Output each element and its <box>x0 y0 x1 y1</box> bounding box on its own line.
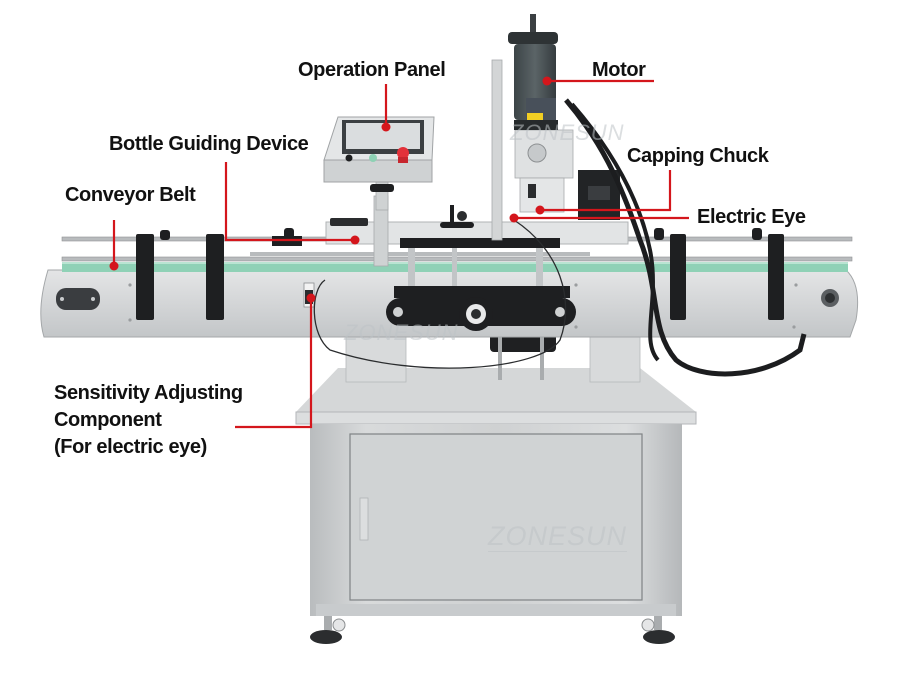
label-sensitivity-line-2: Component <box>54 409 162 431</box>
capping-assembly <box>313 14 807 377</box>
callout-dot-sensitivity <box>306 293 316 303</box>
label-conveyor-belt: Conveyor Belt <box>65 184 196 206</box>
callout-line-capping-chuck <box>540 170 672 212</box>
brand-watermark: ZONESUN <box>488 521 628 552</box>
label-capping-chuck: Capping Chuck <box>627 145 769 167</box>
label-motor: Motor <box>592 59 646 81</box>
brand-watermark-faint-top: ZONESUN <box>510 120 625 145</box>
label-electric-eye: Electric Eye <box>697 206 806 228</box>
callout-dot-capping-chuck <box>535 205 545 215</box>
label-sensitivity-line-1: Sensitivity Adjusting <box>54 382 243 404</box>
brand-watermark-faint-conveyor: ZONESUN <box>344 320 459 345</box>
leveling-foot-left <box>310 616 346 644</box>
label-operation-panel: Operation Panel <box>298 59 446 81</box>
callout-dot-operation-panel <box>381 122 391 132</box>
callout-dot-motor <box>542 76 552 86</box>
callout-line-bottle-guiding-device <box>224 162 355 242</box>
callout-dot-bottle-guiding-device <box>350 235 360 245</box>
callout-dot-conveyor-belt <box>109 261 119 271</box>
cabinet-base <box>295 330 697 644</box>
label-sensitivity-line-3: (For electric eye) <box>54 436 207 458</box>
callout-dot-electric-eye <box>509 213 519 223</box>
leveling-foot-right <box>641 616 675 644</box>
label-sensitivity-adjusting-component: Sensitivity Adjusting Component (For ele… <box>54 380 243 461</box>
label-bottle-guiding-device: Bottle Guiding Device <box>109 133 309 155</box>
callout-line-sensitivity <box>235 298 313 429</box>
